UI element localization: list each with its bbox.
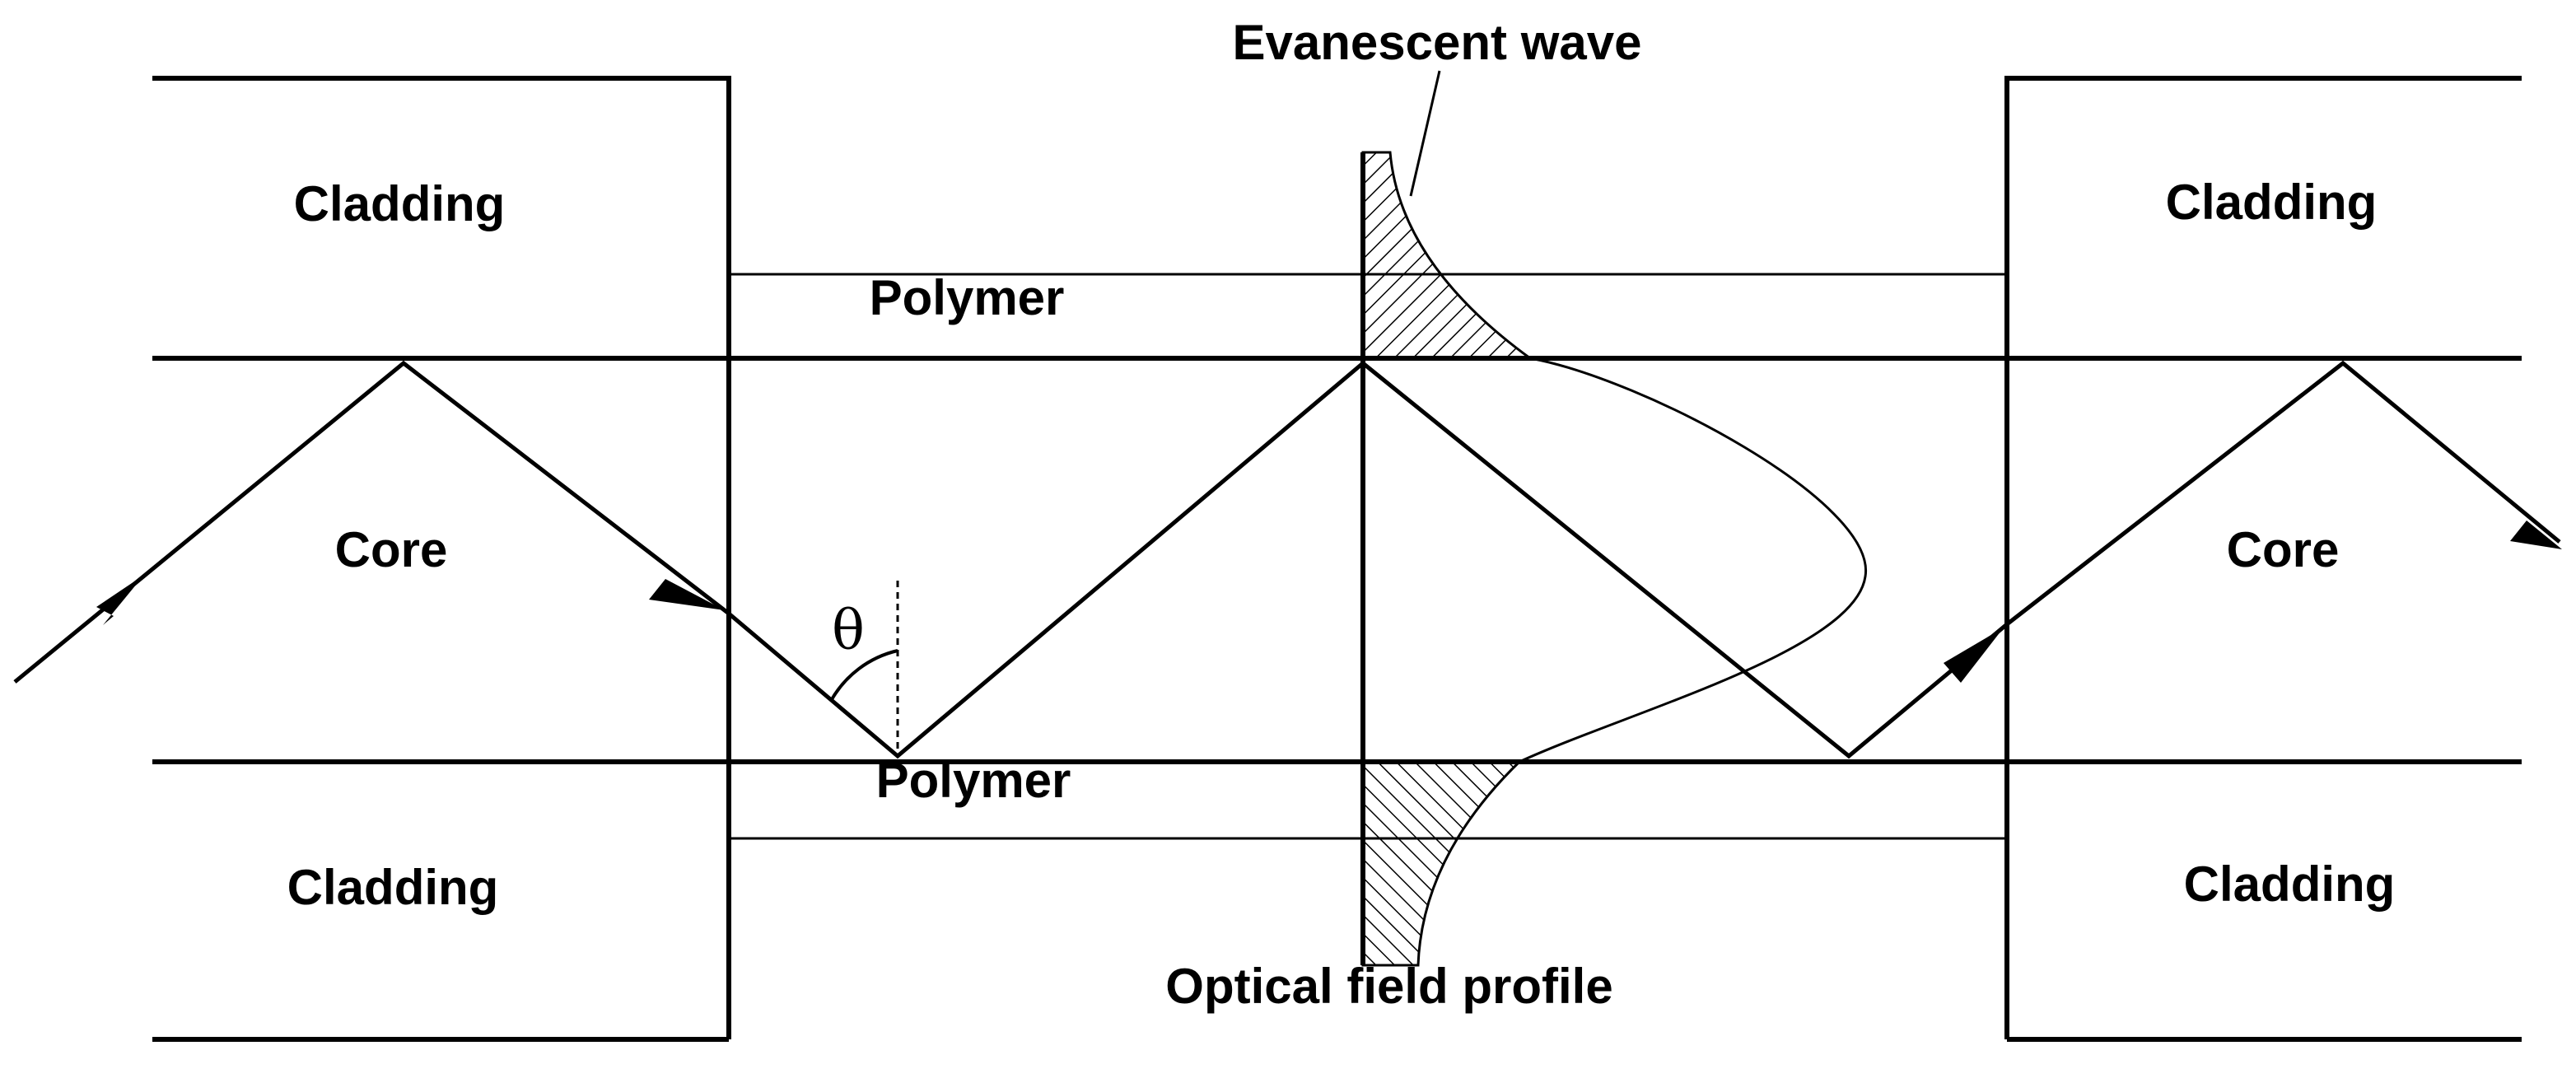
arrowhead-incoming [96, 575, 144, 625]
label-optical-field-profile: Optical field profile [1165, 959, 1612, 1014]
arrowhead-core-left [649, 579, 725, 610]
arrowhead-core-right [1944, 628, 2004, 683]
label-core-left: Core [335, 522, 448, 577]
fiber-outline [152, 76, 2522, 1042]
label-cladding-top-left: Cladding [294, 176, 506, 231]
evanescent-leader-line [1409, 70, 1441, 197]
ray-arrowheads [96, 520, 2562, 683]
optical-field-profile-curve [1519, 357, 1867, 763]
light-ray-path [13, 360, 2561, 759]
label-cladding-top-right: Cladding [2166, 175, 2378, 230]
label-polymer-top: Polymer [870, 270, 1065, 325]
label-core-right: Core [2227, 522, 2340, 577]
top-left-cladding-outline [152, 76, 731, 1039]
evanescent-region-bottom [1361, 760, 1523, 967]
label-cladding-bottom-right: Cladding [2184, 857, 2396, 912]
label-evanescent-wave: Evanescent wave [1233, 15, 1642, 70]
label-angle-theta: θ [832, 599, 865, 662]
evanescent-region-top [1361, 151, 1534, 360]
label-cladding-bottom-left: Cladding [287, 860, 499, 915]
arrowhead-outgoing [2510, 520, 2562, 549]
text-labels: Cladding Cladding Cladding Cladding Core… [287, 15, 2396, 1014]
label-polymer-bottom: Polymer [876, 753, 1071, 808]
angle-arc [829, 649, 898, 702]
